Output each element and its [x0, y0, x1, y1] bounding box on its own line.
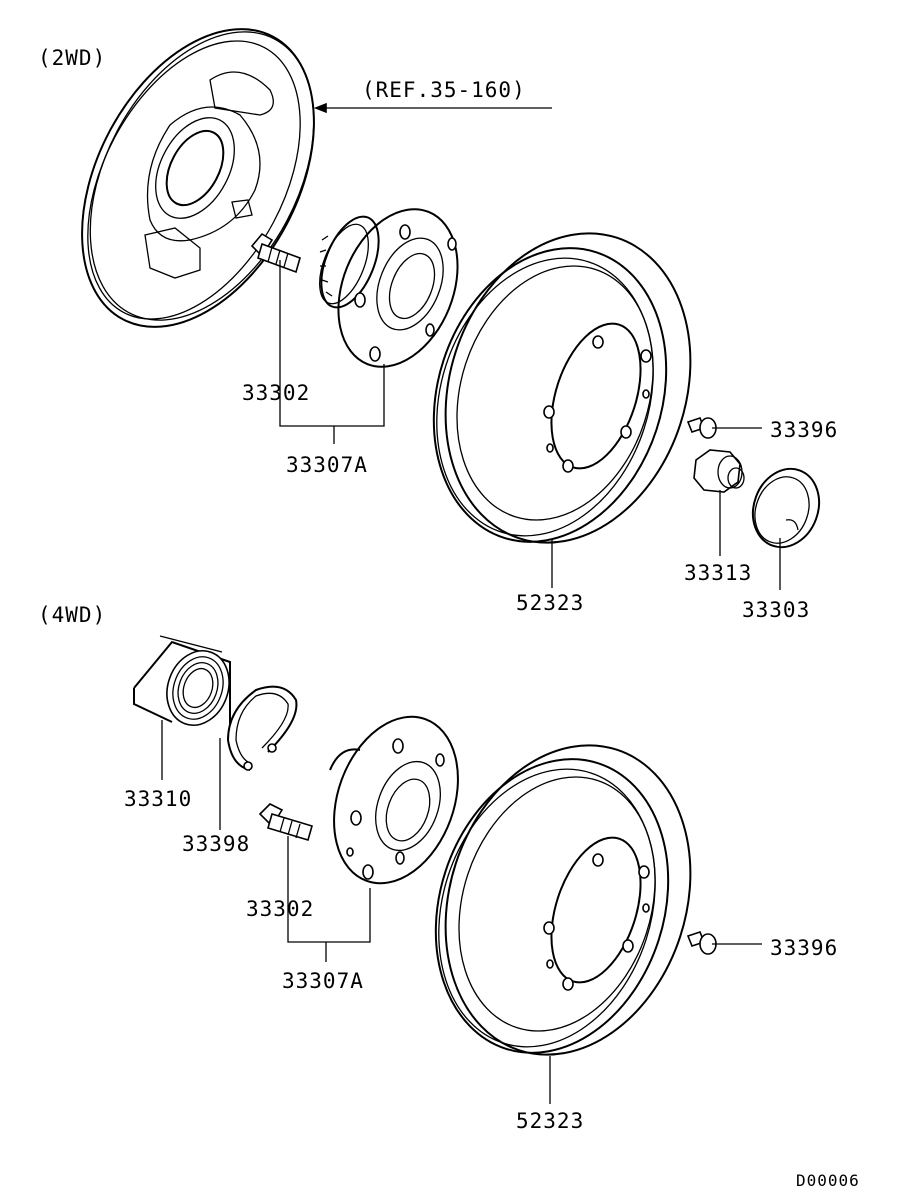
part-label-33302-top: 33302	[242, 381, 310, 405]
part-label-52323-top: 52323	[516, 591, 584, 615]
section-label-2wd: (2WD)	[38, 46, 106, 70]
part-label-33307A-bottom: 33307A	[282, 969, 364, 993]
hub-bolt-bottom	[258, 803, 313, 841]
part-label-33396-bottom: 33396	[770, 936, 838, 960]
part-label-33307A-top: 33307A	[286, 453, 368, 477]
wheel-bearing	[133, 635, 231, 726]
hub-bolt-top	[250, 232, 301, 274]
part-label-33313: 33313	[684, 561, 752, 585]
part-label-33302-bottom: 33302	[246, 897, 314, 921]
hub-nut	[693, 449, 745, 493]
brake-drum-bottom	[434, 744, 692, 1056]
part-label-33303: 33303	[742, 598, 810, 622]
part-label-33396-top: 33396	[770, 418, 838, 442]
part-label-52323-bottom: 52323	[516, 1109, 584, 1133]
hub-cap	[751, 467, 821, 549]
leader-lines-bottom	[161, 720, 762, 1104]
drum-screw-bottom	[686, 931, 717, 955]
leader-lines-top	[279, 102, 781, 590]
section-label-4wd: (4WD)	[38, 603, 106, 627]
part-label-33310: 33310	[124, 787, 192, 811]
snap-ring	[226, 685, 298, 771]
drawing-id: D00006	[796, 1171, 860, 1187]
drum-screw-top	[686, 417, 717, 439]
reference-label: (REF.35-160)	[362, 78, 526, 102]
brake-backing-plate	[81, 28, 315, 328]
brake-drum-top	[432, 232, 692, 544]
rear-hub-top	[319, 208, 459, 368]
rear-hub-bottom	[329, 715, 459, 885]
part-label-33398: 33398	[182, 832, 250, 856]
